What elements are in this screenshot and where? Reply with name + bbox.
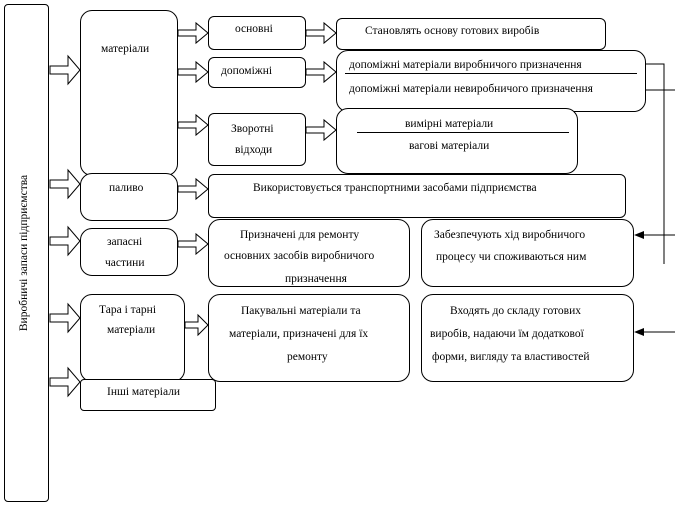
- category-materials-box: матеріали: [80, 10, 178, 176]
- desc-waste-divider: [357, 132, 569, 133]
- desc-production-text-1: Забезпечують хід виробничого: [434, 229, 586, 241]
- desc-products-text-1: Входять до складу готових: [450, 305, 582, 317]
- desc-parts-text-1: Призначені для ремонту: [240, 229, 360, 241]
- desc-tare-box: Пакувальні матеріали та матеріали, призн…: [208, 294, 410, 382]
- category-tare-label-2: матеріали: [107, 324, 156, 336]
- root-label: Виробничі запаси підприємства: [18, 174, 30, 332]
- category-tare-box: Тара і тарні матеріали: [80, 294, 185, 382]
- desc-main-box: Становлять основу готових виробів: [336, 18, 606, 50]
- desc-waste-text-1: вимірні матеріали: [405, 118, 494, 130]
- desc-aux-text-1: допоміжні матеріали виробничого призначе…: [349, 59, 582, 71]
- root-arrow-4: [49, 302, 81, 334]
- type-main-box: основні: [208, 16, 306, 50]
- root-box: [4, 4, 49, 502]
- category-fuel-label: паливо: [109, 182, 144, 194]
- category-parts-label-2: частини: [105, 257, 145, 269]
- type-waste-box: Зворотні відходи: [208, 113, 306, 166]
- desc-aux-text-2: допоміжні матеріали невиробничого призна…: [349, 83, 593, 95]
- desc-parts-text-2: основних засобів виробничого: [224, 250, 375, 262]
- products-arrowhead: [634, 328, 644, 336]
- type-waste-label-2: відходи: [235, 144, 273, 156]
- type-main-label: основні: [235, 23, 273, 35]
- desc-tare-text-1: Пакувальні матеріали та: [241, 305, 361, 317]
- desc-waste-box: вимірні матеріали вагові матеріали: [336, 108, 578, 174]
- category-parts-box: запасні частини: [80, 228, 178, 276]
- root-arrow-3: [49, 225, 81, 257]
- desc-products-box: Входять до складу готових виробів, надаю…: [421, 294, 634, 382]
- category-fuel-box: паливо: [80, 173, 178, 221]
- materials-arrow-main: [177, 21, 209, 45]
- desc-production-text-2: процесу чи споживаються ним: [436, 251, 587, 263]
- type-arrow-aux: [305, 60, 337, 84]
- category-parts-label-1: запасні: [107, 236, 143, 248]
- tare-arrow: [184, 313, 209, 337]
- category-other-box: Інші матеріали: [80, 379, 216, 411]
- desc-parts-box: Призначені для ремонту основних засобів …: [208, 219, 410, 287]
- type-waste-label-1: Зворотні: [231, 123, 274, 135]
- desc-fuel-text: Використовується транспортними засобами …: [253, 182, 537, 194]
- type-arrow-main: [305, 21, 337, 45]
- root-arrow-1: [49, 54, 81, 86]
- desc-main-text: Становлять основу готових виробів: [365, 25, 540, 37]
- desc-products-text-2: виробів, надаючи їм додаткової: [430, 328, 584, 340]
- desc-parts-text-3: призначення: [285, 273, 347, 285]
- root-arrow-5: [49, 366, 81, 398]
- desc-tare-text-2: матеріали, призначені для їх: [229, 328, 369, 340]
- materials-arrow-aux: [177, 60, 209, 84]
- production-arrowhead: [634, 231, 644, 239]
- fuel-arrow: [177, 177, 209, 201]
- bracket-nonproduction: [646, 89, 675, 91]
- materials-arrow-waste: [177, 113, 209, 137]
- desc-aux-divider: [345, 73, 637, 74]
- category-materials-label: матеріали: [101, 43, 150, 55]
- desc-waste-text-2: вагові матеріали: [409, 140, 490, 152]
- category-tare-label-1: Тара і тарні: [99, 304, 157, 316]
- type-aux-label: допоміжні: [221, 65, 273, 77]
- desc-tare-text-3: ремонту: [287, 351, 328, 363]
- bracket-production: [646, 63, 665, 264]
- category-other-label: Інші матеріали: [107, 386, 181, 398]
- desc-production-box: Забезпечують хід виробничого процесу чи …: [421, 219, 634, 287]
- type-aux-box: допоміжні: [208, 57, 306, 88]
- desc-aux-box: допоміжні матеріали виробничого призначе…: [336, 50, 646, 112]
- desc-fuel-box: Використовується транспортними засобами …: [208, 174, 626, 218]
- parts-arrow: [177, 232, 209, 256]
- desc-products-text-3: форми, вигляду та властивостей: [432, 351, 590, 363]
- root-arrow-2: [49, 168, 81, 200]
- type-arrow-waste: [305, 118, 337, 142]
